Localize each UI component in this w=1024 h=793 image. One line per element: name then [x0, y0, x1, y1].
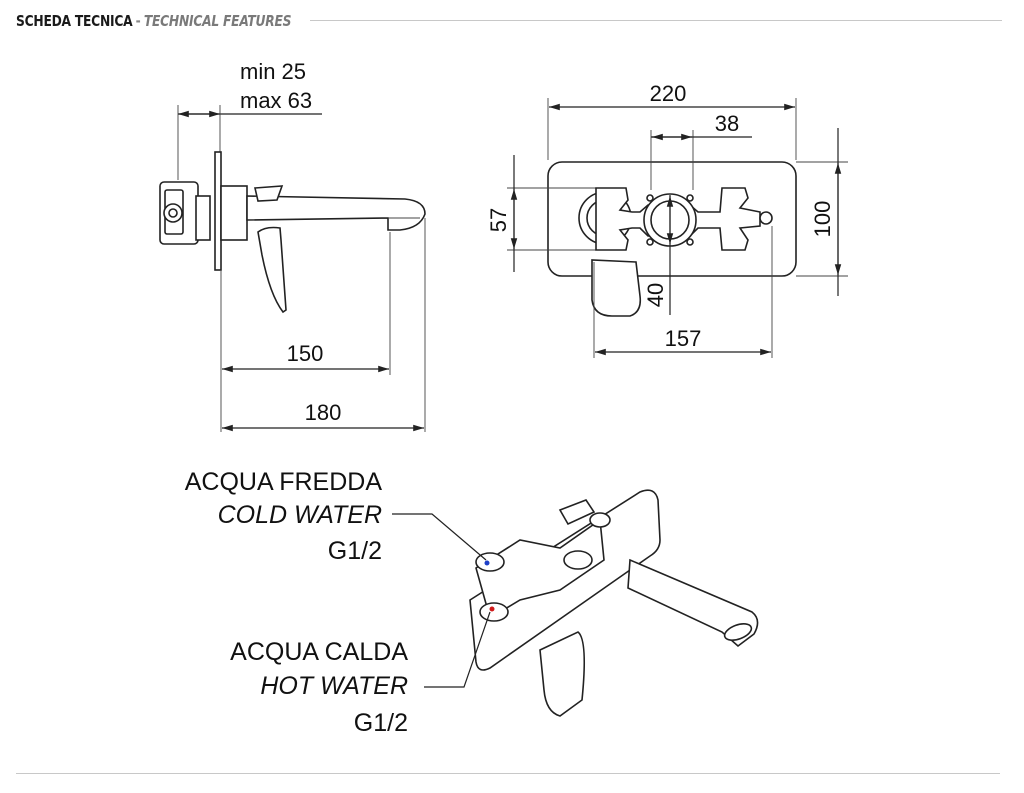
hot-water-label-en: HOT WATER — [260, 672, 408, 700]
lever-top — [254, 185, 284, 202]
iso-hot-inlet — [479, 602, 509, 622]
footer-divider — [16, 773, 1000, 774]
iso-port — [589, 512, 611, 528]
spout-length-label: 150 — [287, 341, 324, 366]
front-view: 220 38 100 57 40 — [486, 81, 848, 358]
cold-water-label-it: ACQUA FREDDA — [185, 468, 383, 496]
plate-collar — [220, 185, 248, 241]
hot-indicator-dot — [489, 606, 495, 612]
screw — [646, 194, 654, 202]
hot-water-thread: G1/2 — [354, 709, 408, 737]
header-divider — [310, 20, 1002, 21]
iso-top-bracket — [558, 499, 596, 526]
screw — [686, 194, 694, 202]
valve-connection-core — [168, 208, 178, 218]
page-header: SCHEDA TECNICA-TECHNICAL FEATURES — [16, 8, 352, 34]
cold-water-label-en: COLD WATER — [218, 501, 382, 529]
plate-width-label: 220 — [650, 81, 687, 106]
wall-depth-min-label: min 25 — [240, 59, 306, 84]
hot-leader-line — [424, 611, 491, 688]
cold-water-thread: G1/2 — [328, 537, 382, 565]
isometric-view — [392, 489, 759, 717]
title-english: TECHNICAL FEATURES — [143, 12, 292, 30]
cold-leader-line — [392, 513, 487, 561]
side-view: min 25 max 63 150 180 — [159, 59, 426, 432]
wall-plate — [214, 151, 222, 271]
screw — [686, 238, 694, 246]
total-projection-label: 180 — [305, 400, 342, 425]
iso-lever — [539, 631, 586, 717]
valve-stem — [195, 195, 211, 241]
lever-offset-label: 40 — [643, 283, 668, 307]
lever-handle — [257, 226, 287, 314]
handle-spacing-label: 38 — [715, 111, 739, 136]
front-lever — [591, 259, 642, 317]
wall-depth-max-label: max 63 — [240, 88, 312, 113]
hot-water-label-it: ACQUA CALDA — [230, 638, 408, 666]
outlet-port — [759, 211, 773, 225]
inner-height-label: 57 — [486, 208, 511, 232]
iso-outlet — [563, 550, 593, 570]
body-width-label: 157 — [665, 326, 702, 351]
title-separator: - — [135, 12, 141, 30]
screw — [646, 238, 654, 246]
spout — [246, 195, 426, 231]
title-italian: SCHEDA TECNICA — [16, 12, 133, 30]
cold-indicator-dot — [484, 560, 490, 566]
plate-height-label: 100 — [810, 201, 835, 238]
iso-spout-outlet — [723, 623, 753, 641]
page-title: SCHEDA TECNICA-TECHNICAL FEATURES — [16, 12, 292, 30]
